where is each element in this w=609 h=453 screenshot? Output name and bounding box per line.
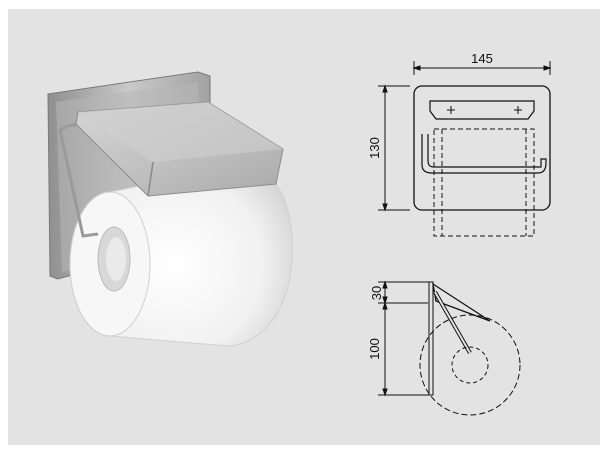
toilet-roll-holder-image xyxy=(47,71,293,347)
front-view xyxy=(378,61,552,237)
side-view xyxy=(378,280,521,416)
screw-icon xyxy=(447,106,522,114)
height-dimension-label: 130 xyxy=(367,137,382,159)
width-dimension-label: 145 xyxy=(471,51,493,66)
top-dimension-label: 30 xyxy=(369,286,384,300)
side-height-dimension-label: 100 xyxy=(367,338,382,360)
product-panel: 145 130 30 100 xyxy=(8,9,600,445)
technical-drawing: 145 130 30 100 xyxy=(367,51,552,416)
